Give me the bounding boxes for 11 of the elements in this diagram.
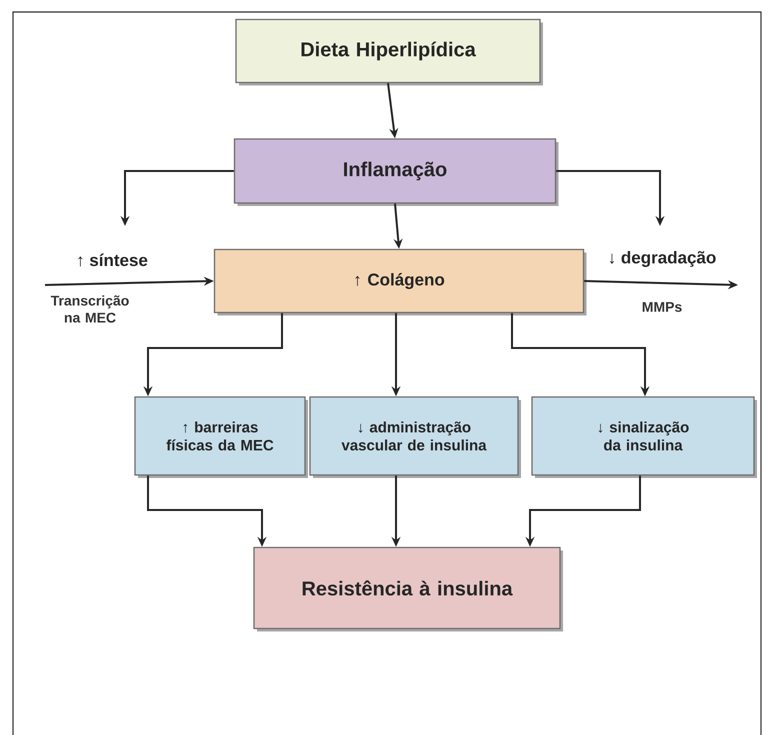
outcome-box: Resistência à insulina — [253, 546, 563, 632]
effect-box: ↓ sinalização da insulina — [531, 396, 757, 478]
process-box: Inflamação — [234, 138, 558, 206]
note-text: MMPs — [642, 302, 682, 312]
note-text: Transcrição na MEC — [50, 295, 129, 323]
edge-label: ↑ síntese — [75, 252, 149, 268]
process-box: ↑ Colágeno — [214, 248, 586, 316]
effect-box: ↓ administração vascular de insulina — [309, 396, 521, 478]
edge-label: ↓ degradação — [606, 250, 718, 268]
effect-box: ↑ barreiras físicas da MEC — [134, 396, 308, 478]
process-box: Dieta Hiperlipídica — [235, 18, 543, 86]
